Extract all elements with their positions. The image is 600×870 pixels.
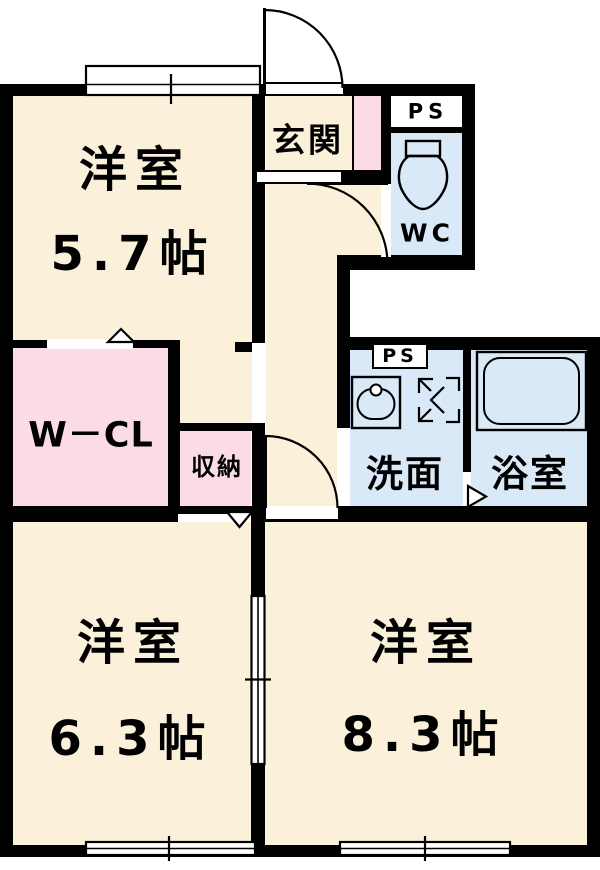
bedroom-5-7-size: 5.7帖 (50, 226, 216, 282)
storage-opening (178, 514, 251, 522)
wall (341, 170, 391, 185)
bedroom-5-7-label: 洋室 (78, 142, 192, 198)
wall (0, 845, 600, 857)
pipe-space-top (391, 96, 462, 127)
wall (251, 520, 265, 845)
front-door-icon (263, 8, 344, 89)
room-walk-in-closet (13, 348, 168, 508)
bathroom-label: 浴室 (491, 452, 569, 496)
front-door-threshold (266, 82, 343, 96)
wall (252, 84, 265, 343)
wc-doorway-opening (381, 184, 391, 257)
washroom-label: 洗面 (366, 452, 444, 496)
wall (587, 337, 600, 857)
wall (337, 270, 350, 430)
wall (235, 342, 265, 352)
wall (252, 423, 265, 520)
hallway-lower (266, 257, 337, 508)
bedroom-doorway-opening (252, 343, 265, 423)
bedroom-6-3-size: 6.3帖 (48, 711, 214, 767)
bedroom-6-3-label: 洋室 (76, 615, 190, 671)
bedroom-8-3-label: 洋室 (369, 615, 483, 671)
wall (168, 423, 265, 431)
wall (463, 350, 471, 472)
bedroom-8-3-size: 8.3帖 (341, 707, 507, 763)
wall (391, 127, 462, 133)
room-bedroom-8-3 (265, 520, 587, 845)
wall (0, 84, 88, 96)
wall (0, 84, 13, 857)
room-bedroom-6-3 (13, 520, 251, 845)
closet-opening (47, 339, 133, 349)
walk-in-closet-label: W－CL (28, 415, 154, 456)
wall (462, 84, 475, 270)
entrance-label: 玄関 (272, 120, 344, 160)
pipe-space-middle: PS (372, 343, 428, 369)
pipe-space-top-label: PS (407, 99, 449, 124)
entrance-step (257, 170, 341, 184)
washroom-doorway-opening (337, 428, 350, 506)
wall (337, 255, 475, 270)
storage-label: 収納 (191, 453, 243, 481)
pipe-space-middle-label: PS (382, 345, 418, 367)
wall (381, 96, 391, 184)
bedroom83-doorway-opening (266, 506, 338, 519)
wc-label: WC (400, 218, 454, 248)
room-storage (180, 431, 251, 508)
wall (343, 84, 475, 96)
room-entrance (266, 96, 352, 172)
shoe-cabinet (352, 96, 381, 172)
